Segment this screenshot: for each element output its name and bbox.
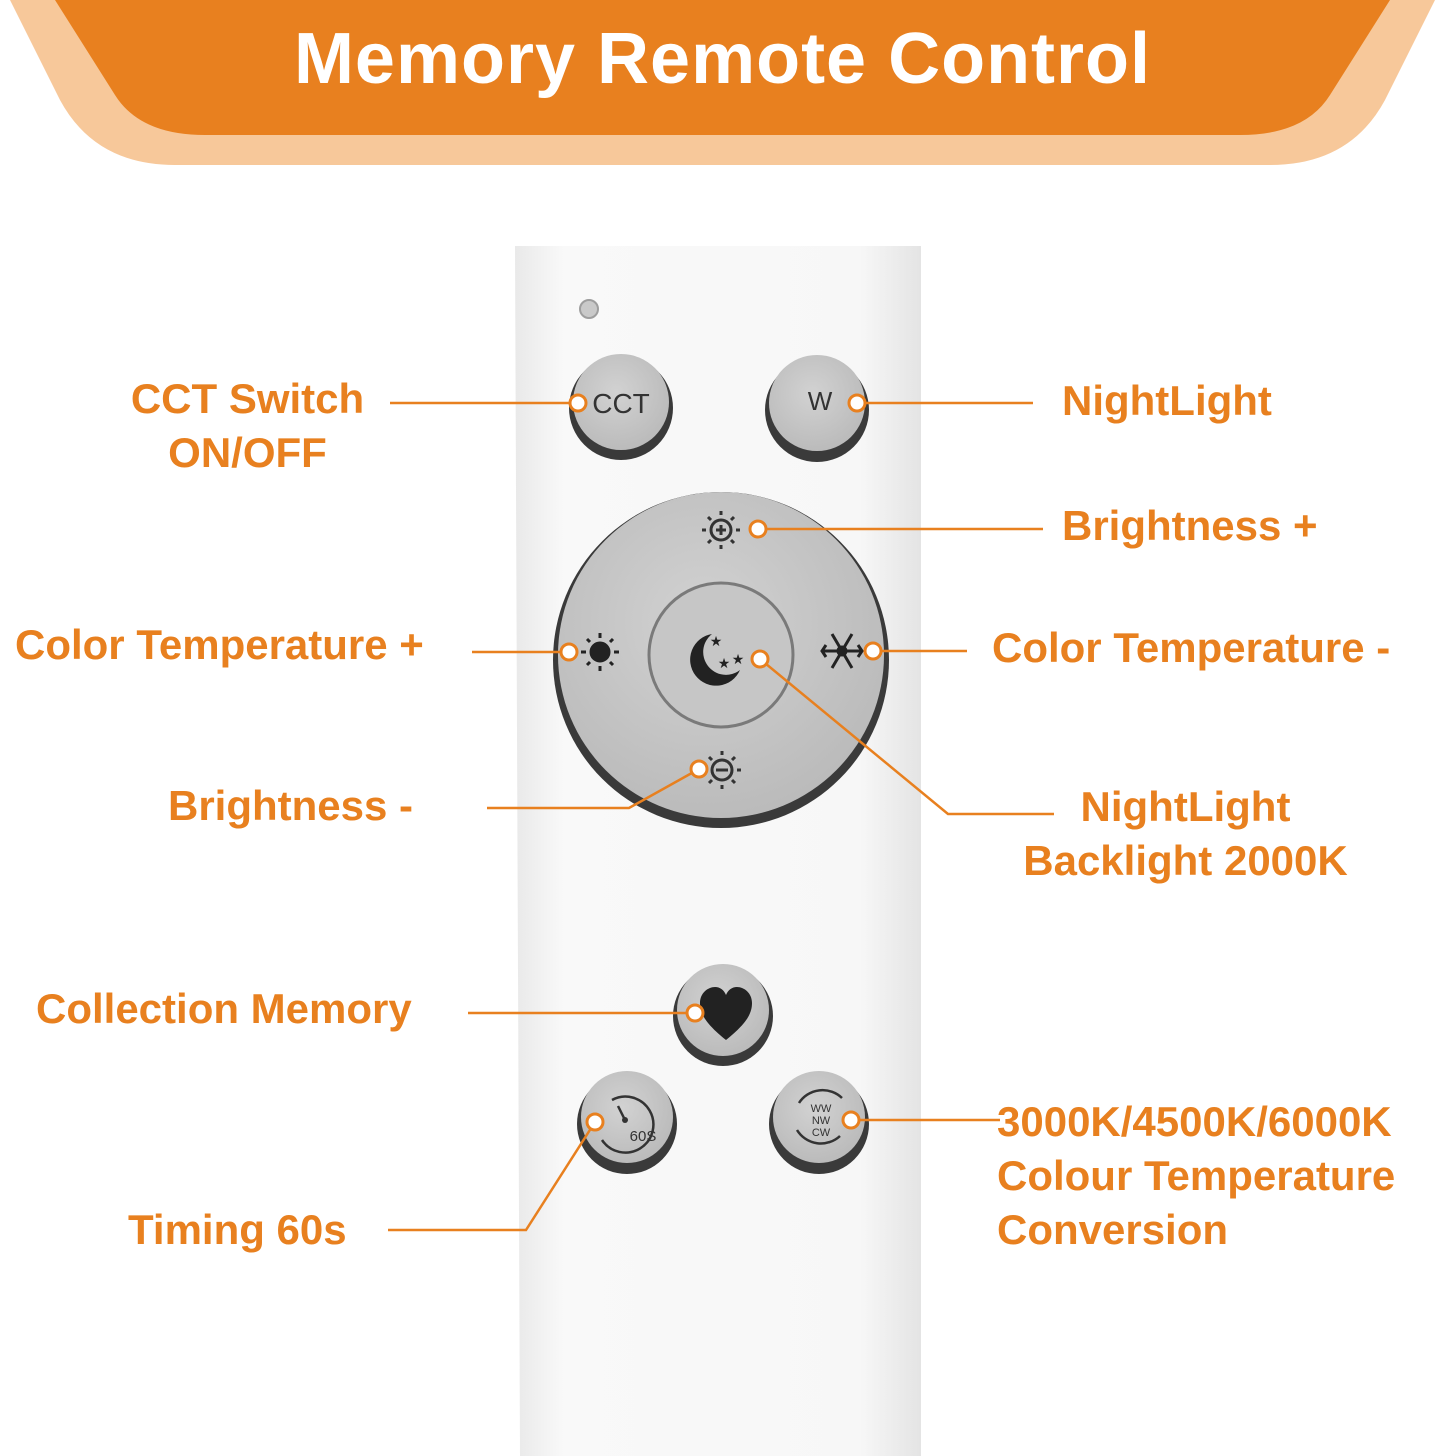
clock-icon — [600, 1095, 655, 1154]
memory-heart-button[interactable] — [673, 964, 773, 1066]
label-conversion: 3000K/4500K/6000K Colour Temperature Con… — [997, 1098, 1396, 1253]
cycle-label-cw: CW — [812, 1127, 831, 1139]
leader-backlight — [759, 658, 1054, 816]
label-collection-memory: Collection Memory — [36, 985, 412, 1032]
led-indicator — [579, 299, 599, 319]
label-nightlight-backlight: NightLight Backlight 2000K — [1023, 783, 1348, 884]
label-brightness-plus: Brightness + — [1062, 502, 1318, 549]
svg-text:★: ★ — [718, 655, 731, 671]
warm-sun-icon[interactable] — [581, 633, 619, 671]
timer-button-label: 60S — [630, 1128, 657, 1145]
cycle-arrows-icon — [795, 1088, 843, 1145]
direction-pad[interactable] — [553, 492, 889, 828]
cct-button-label: CCT — [592, 388, 650, 419]
label-nightlight: NightLight — [1062, 377, 1272, 424]
label-cct-switch: CCT Switch ON/OFF — [130, 375, 365, 476]
header-banner — [10, 0, 1435, 165]
header-inner-band — [55, 0, 1390, 135]
page-title: Memory Remote Control — [293, 19, 1152, 99]
cct-button[interactable]: CCT — [569, 354, 673, 460]
moon-stars-icon[interactable]: ★ ★ ★ — [690, 633, 744, 686]
nightlight-center-button[interactable] — [647, 581, 795, 729]
svg-text:★: ★ — [732, 651, 745, 667]
timer-button[interactable]: 60S — [577, 1071, 677, 1174]
cycle-label-ww: WW — [811, 1103, 832, 1115]
label-brightness-minus: Brightness - — [168, 782, 414, 829]
cycle-button[interactable]: WW NW CW — [769, 1071, 869, 1174]
leader-brightness-minus — [487, 767, 700, 810]
w-button-label: W — [808, 386, 833, 416]
brightness-plus-icon[interactable] — [702, 511, 740, 549]
snowflake-icon[interactable] — [820, 633, 864, 669]
svg-text:★: ★ — [710, 633, 723, 649]
label-color-temp-minus: Color Temperature - — [992, 624, 1391, 671]
leader-dots — [559, 393, 883, 1132]
heart-icon — [700, 987, 752, 1040]
leader-lines — [388, 401, 1054, 1232]
cycle-label-nw: NW — [812, 1115, 831, 1127]
leader-timing — [388, 1121, 597, 1232]
label-timing: Timing 60s — [128, 1206, 347, 1253]
label-color-temp-plus: Color Temperature + — [15, 621, 424, 668]
w-button[interactable]: W — [765, 355, 869, 462]
